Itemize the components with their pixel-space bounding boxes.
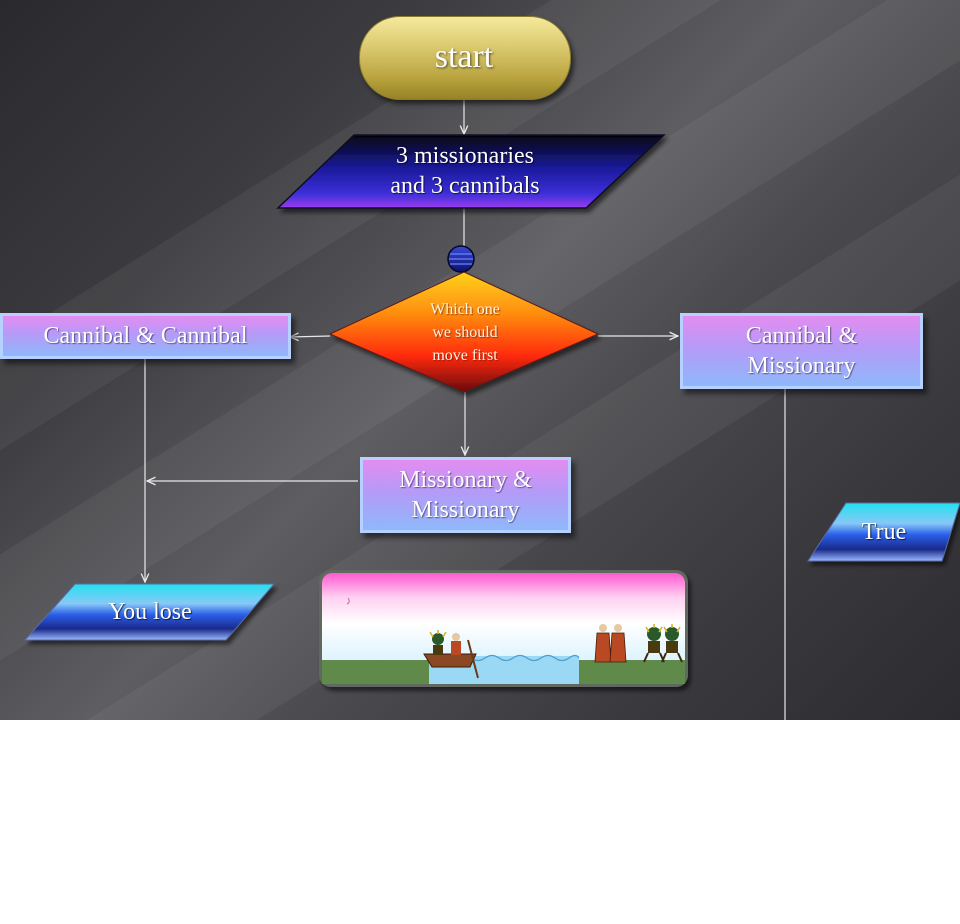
flowchart-svg	[23, 98, 960, 720]
input-label-line: 3 missionaries	[396, 143, 534, 169]
left-riverbank	[322, 660, 429, 684]
option-cannibal-cannibal	[0, 313, 291, 359]
decision-diamond	[328, 271, 600, 393]
oar-icon	[467, 639, 479, 679]
missionary-figure	[451, 633, 461, 655]
decision-label-line: we should	[432, 323, 498, 341]
option-missionary-missionary-label: Missionary & Missionary	[360, 457, 571, 533]
option-cannibal-missionary	[680, 313, 923, 389]
option-cannibal-missionary-label: Cannibal & Missionary	[680, 313, 923, 389]
option-label-line: Missionary &	[399, 467, 532, 493]
input-parallelogram	[276, 134, 666, 209]
outcome-true-label: True	[861, 519, 907, 545]
input-label-line: and 3 cannibals	[390, 173, 540, 199]
boat-icon	[423, 653, 477, 668]
outcome-true-parallelogram	[807, 502, 960, 562]
missionary-figure	[594, 624, 612, 663]
missionary-figure	[609, 624, 627, 663]
decision-label-line: Which one	[430, 300, 500, 318]
cannibal-figure	[643, 624, 665, 663]
start-label: start	[434, 38, 494, 75]
option-cannibal-cannibal-label: Cannibal & Cannibal	[43, 323, 248, 349]
river-crossing-image	[319, 570, 688, 687]
cannibal-figure	[661, 624, 683, 663]
connector-decision-left	[290, 336, 331, 337]
option-label-line: Missionary	[411, 497, 520, 523]
outcome-lose-parallelogram	[23, 583, 276, 641]
decision-label: Which one we should move first	[390, 294, 540, 370]
moon-icon	[346, 597, 350, 605]
outcome-lose-label: You lose	[108, 599, 192, 625]
input-label: 3 missionaries and 3 cannibals	[330, 137, 600, 205]
right-riverbank	[579, 660, 685, 684]
option-label-line: Cannibal &	[745, 323, 858, 349]
start-terminal	[359, 16, 571, 100]
option-missionary-missionary	[360, 457, 571, 533]
option-label-line: Missionary	[747, 353, 856, 379]
decision-label-line: move first	[432, 346, 498, 364]
cannibal-figure	[429, 630, 447, 655]
